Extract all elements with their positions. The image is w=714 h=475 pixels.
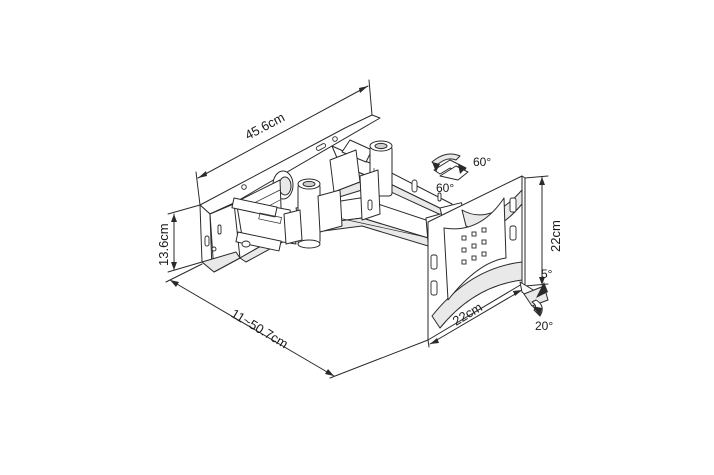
- plate-height-label: 13.6cm: [156, 223, 171, 266]
- vesa-bracket: [427, 175, 526, 341]
- swivel-indicator: 60° 60°: [431, 153, 491, 195]
- tilt-indicator: 5° 20°: [519, 267, 553, 333]
- lower-arm: [283, 169, 449, 253]
- tilt-down-label: 20°: [535, 319, 553, 333]
- dim-arm-extension: 11~50.7cm: [165, 263, 429, 379]
- dim-plate-height: 13.6cm: [156, 204, 203, 273]
- dim-bracket-height: 22cm: [524, 175, 563, 287]
- plate-width-label: 45.6cm: [242, 109, 287, 142]
- swivel-right-label: 60°: [473, 155, 491, 169]
- wall-hinge: [231, 197, 297, 252]
- tilt-up-label: 5°: [541, 267, 553, 281]
- swivel-left-label: 60°: [436, 181, 454, 195]
- arm-extension-label: 11~50.7cm: [228, 306, 290, 352]
- bracket-height-label: 22cm: [548, 220, 563, 252]
- wall-plate: [199, 114, 381, 273]
